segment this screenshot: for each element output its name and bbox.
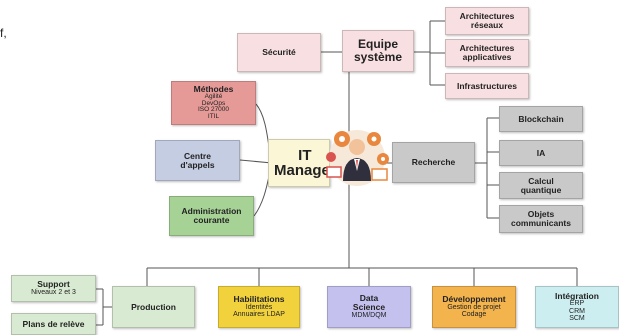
support-title: Support — [37, 279, 70, 290]
blockchain-label: Blockchain — [518, 113, 564, 124]
calcul-quantique-label: Calcul quantique — [520, 175, 562, 195]
production-label: Production — [131, 301, 176, 312]
architectures-applicatives-box: Architectures applicatives — [445, 39, 529, 67]
plans-releve-box: Plans de relève — [11, 313, 96, 335]
architectures-reseaux-label: Architectures réseaux — [459, 11, 515, 30]
it-manager-box: IT Manager — [268, 139, 336, 187]
support-sub: Niveaux 2 et 3 — [31, 289, 76, 297]
developpement-title: Développement — [442, 294, 506, 305]
ia-label: IA — [536, 147, 546, 158]
calcul-quantique-box: Calcul quantique — [499, 172, 583, 199]
methodes-items: Agilité DevOps ISO 27000 ITIL — [197, 92, 230, 121]
integration-box: Intégration ERP CRM SCM — [535, 286, 619, 328]
securite-box: Sécurité — [237, 33, 321, 72]
objets-communicants-label: Objets communicants — [511, 209, 571, 228]
securite-label: Sécurité — [262, 47, 296, 58]
support-box: Support Niveaux 2 et 3 — [11, 275, 96, 302]
objets-communicants-box: Objets communicants — [499, 205, 583, 233]
ia-box: IA — [499, 140, 583, 166]
data-science-box: Data Science MDM/DQM — [327, 286, 411, 328]
equipe-systeme-box: Equipe système — [342, 30, 414, 72]
recherche-box: Recherche — [392, 142, 475, 183]
it-manager-label: IT Manager — [274, 147, 336, 179]
habilitations-sub: Identités Annuaires LDAP — [233, 304, 285, 319]
habilitations-box: Habilitations Identités Annuaires LDAP — [218, 286, 300, 328]
methodes-title: Méthodes — [193, 83, 234, 94]
developpement-box: Développement Gestion de projet Codage — [432, 286, 516, 328]
production-box: Production — [112, 286, 195, 328]
architectures-applicatives-label: Architectures applicatives — [459, 43, 515, 62]
developpement-sub: Gestion de projet Codage — [447, 304, 501, 319]
methodes-box: Méthodes Agilité DevOps ISO 27000 ITIL — [171, 81, 256, 125]
habilitations-title: Habilitations — [233, 294, 285, 305]
administration-courante-label: Administration courante — [181, 206, 242, 225]
data-science-title: Data Science — [352, 293, 386, 313]
equipe-systeme-label: Equipe système — [353, 37, 403, 64]
plans-releve-label: Plans de relève — [22, 318, 85, 329]
data-science-sub: MDM/DQM — [351, 312, 387, 320]
integration-sub: ERP CRM SCM — [569, 300, 585, 323]
it-manager-person-icon — [326, 130, 389, 186]
blockchain-box: Blockchain — [499, 106, 583, 132]
integration-title: Intégration — [555, 290, 599, 301]
infrastructures-label: Infrastructures — [457, 80, 517, 91]
administration-courante-box: Administration courante — [169, 196, 254, 236]
corner-text: f, — [0, 26, 7, 40]
architectures-reseaux-box: Architectures réseaux — [445, 7, 529, 35]
centre-appels-label: Centre d'appels — [180, 150, 215, 170]
recherche-label: Recherche — [411, 157, 456, 168]
centre-appels-box: Centre d'appels — [155, 140, 240, 181]
infrastructures-box: Infrastructures — [445, 73, 529, 99]
